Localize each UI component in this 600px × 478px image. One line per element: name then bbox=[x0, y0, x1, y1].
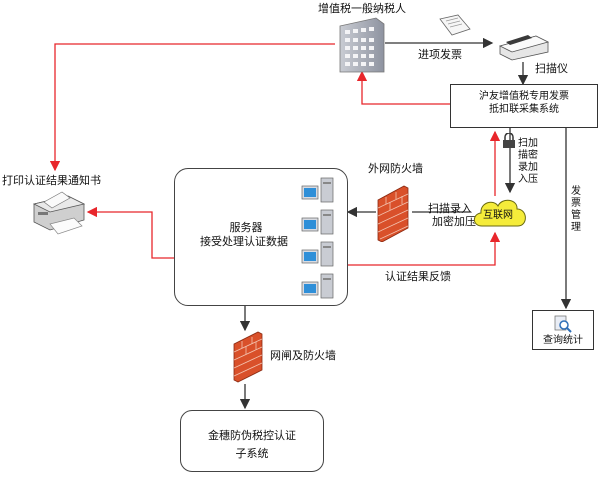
flow-taxpayer-to-printer bbox=[49, 43, 335, 172]
invoice-flow-label: 进项发票 bbox=[418, 48, 462, 61]
subsystem-box: 金穗防伪税控认证 子系统 bbox=[180, 410, 324, 472]
internet-cloud-icon bbox=[473, 199, 526, 227]
collection-system-line1: 沪友增值税专用发票 bbox=[479, 91, 569, 102]
query-box: 查询统计 bbox=[532, 310, 594, 350]
gateway-label: 网闸及防火墙 bbox=[270, 349, 336, 362]
subsystem-line1: 金穗防伪税控认证 bbox=[208, 429, 296, 442]
server-line2: 接受处理认证数据 bbox=[200, 235, 288, 248]
gateway-firewall-icon bbox=[233, 331, 263, 383]
scan-encrypt-label-line1: 扫描录入 bbox=[428, 202, 472, 215]
invoice-document-icon bbox=[439, 14, 471, 36]
taxpayer-label: 增值税一般纳税人 bbox=[318, 2, 406, 15]
scanner-icon bbox=[498, 35, 550, 61]
scan-encrypt-vertical-label: 扫加 描密 录加 入压 bbox=[518, 138, 538, 185]
feedback-label: 认证结果反馈 bbox=[385, 270, 451, 283]
computer-icon bbox=[301, 209, 334, 235]
computer-cluster bbox=[301, 177, 334, 299]
collection-system-line2: 抵扣联采集系统 bbox=[489, 104, 559, 115]
magnifier-icon bbox=[554, 315, 572, 333]
printer-icon bbox=[32, 191, 86, 235]
scanner-label: 扫描仪 bbox=[535, 62, 568, 75]
computer-icon bbox=[301, 177, 334, 203]
outer-firewall-icon bbox=[377, 185, 409, 242]
subsystem-line2: 子系统 bbox=[235, 447, 269, 460]
internet-label: 互联网 bbox=[483, 210, 513, 221]
print-label: 打印认证结果通知书 bbox=[2, 174, 101, 187]
server-box: 服务器 接受处理认证数据 bbox=[174, 168, 348, 306]
lock-icon bbox=[503, 133, 515, 148]
outer-firewall-label: 外网防火墙 bbox=[368, 162, 423, 175]
computer-icon bbox=[301, 241, 334, 267]
query-label: 查询统计 bbox=[543, 335, 583, 346]
invoice-mgmt-vertical-label: 发 票 管 理 bbox=[571, 186, 581, 233]
flow-system-to-taxpayer bbox=[356, 70, 450, 105]
server-line1: 服务器 bbox=[229, 221, 263, 234]
flow-server-to-printer bbox=[86, 206, 174, 259]
computer-icon bbox=[301, 273, 334, 299]
scan-encrypt-label-line2: 加密加压 bbox=[432, 215, 476, 228]
collection-system-box: 沪友增值税专用发票 抵扣联采集系统 bbox=[450, 84, 598, 128]
building-icon bbox=[339, 17, 385, 73]
flow-server-to-internet bbox=[348, 231, 501, 266]
